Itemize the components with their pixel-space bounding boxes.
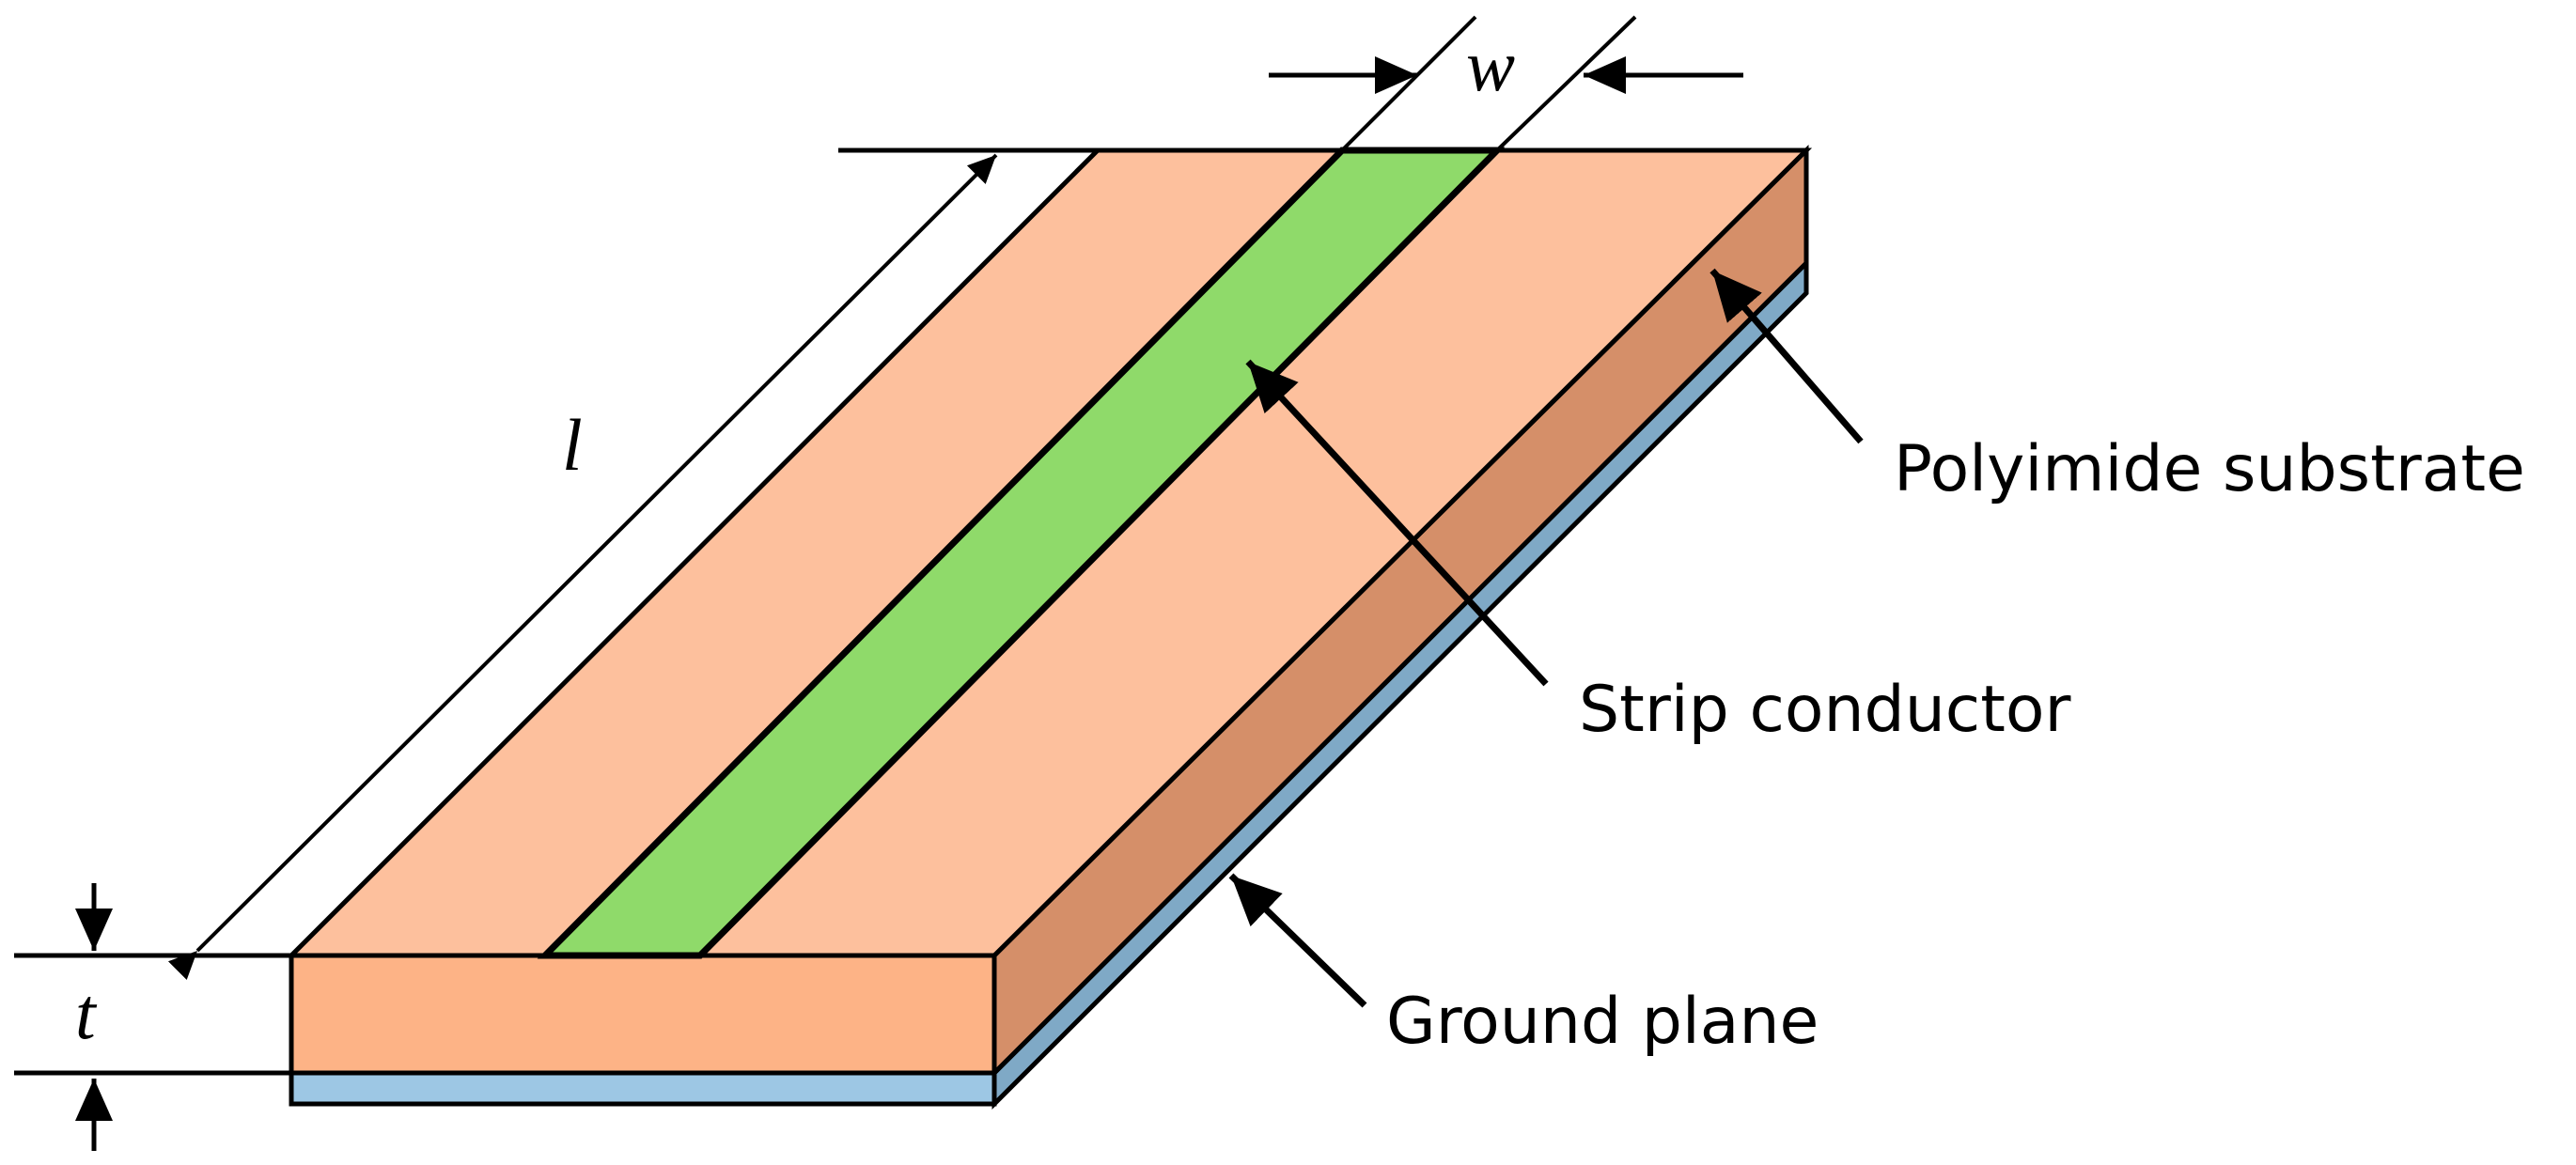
width-dimension: w [1269, 15, 1743, 152]
substrate [285, 144, 1813, 1080]
ground-callout-arrow [1228, 873, 1367, 1008]
ground-label: Ground plane [1386, 985, 1819, 1059]
width-label: w [1466, 24, 1515, 106]
length-dimension: l [14, 148, 1098, 981]
width-extension-left [1340, 15, 1477, 152]
substrate-callout: Polyimide substrate [1710, 268, 2525, 506]
thickness-label: t [75, 972, 98, 1054]
length-dimension-line-lower [167, 153, 998, 981]
substrate-callout-arrow [1710, 268, 1864, 444]
width-extension-right [1495, 15, 1637, 152]
strip-callout: Strip conductor [1245, 359, 2070, 747]
thickness-dimension: t [14, 883, 291, 1151]
length-label: l [562, 404, 583, 486]
strip-label: Strip conductor [1579, 673, 2070, 747]
ground-plane [289, 256, 1809, 1111]
ground-callout: Ground plane [1228, 873, 1819, 1059]
ground-plane-front [289, 1070, 997, 1107]
strip-callout-arrow [1245, 359, 1549, 687]
substrate-front-face [289, 953, 997, 1076]
substrate-label: Polyimide substrate [1894, 432, 2525, 506]
